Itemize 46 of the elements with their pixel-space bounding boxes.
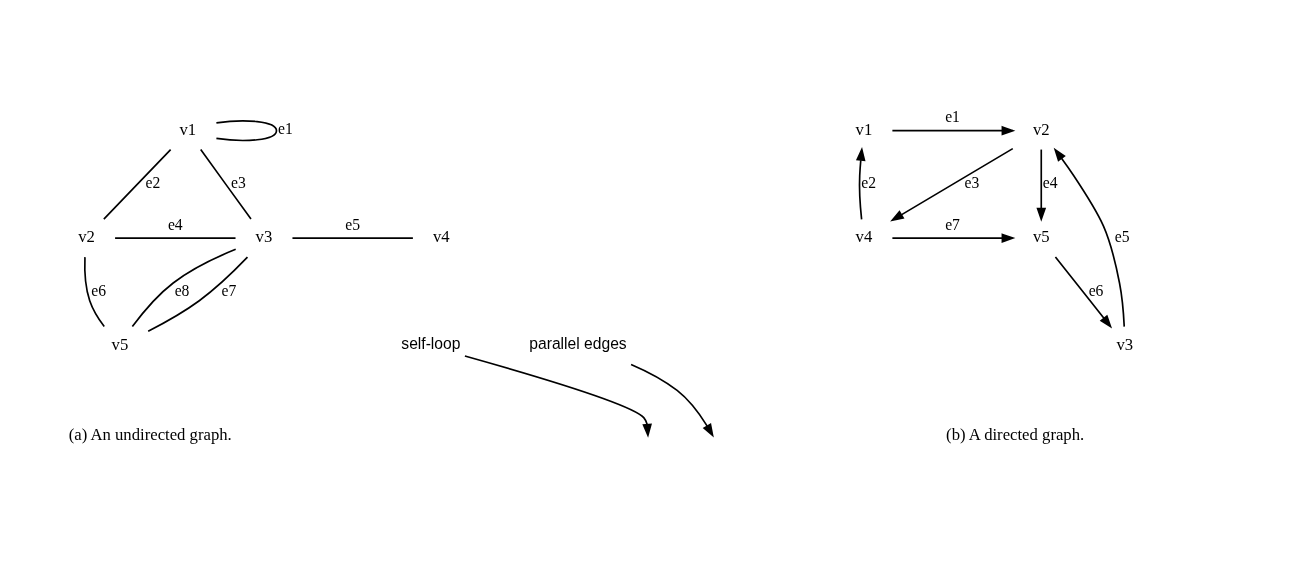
edge-label: e3 (964, 174, 980, 192)
arrow (891, 233, 1016, 243)
arrow (1053, 147, 1126, 328)
arrow (855, 147, 866, 221)
edge-label: e5 (1114, 227, 1130, 245)
connector (215, 120, 278, 142)
connector (199, 148, 252, 220)
edge-label: e1 (945, 108, 960, 126)
connector (131, 248, 237, 328)
arrow (1054, 256, 1113, 329)
node-text: v3 (1116, 334, 1134, 354)
connector (291, 237, 414, 239)
connector (103, 148, 172, 220)
edge-label: e3 (231, 174, 246, 192)
node-text: v2 (1032, 119, 1050, 139)
edge-label: e2 (861, 174, 876, 192)
node-text: parallel edges (529, 335, 627, 353)
edge-label: e7 (945, 215, 960, 233)
node-text: v2 (78, 227, 95, 247)
node-text: v4 (432, 227, 450, 247)
node-text: v5 (111, 334, 129, 354)
connector (83, 256, 106, 328)
arrow (464, 355, 652, 438)
arrow (891, 125, 1016, 136)
node-text: v1 (855, 119, 873, 139)
node-text: v4 (855, 227, 873, 247)
node-text: v3 (255, 227, 273, 247)
label: (b) A directed graph. (946, 425, 1085, 445)
node-text: v1 (179, 119, 197, 139)
edge-label: e6 (91, 281, 106, 299)
edge-label: e2 (145, 174, 161, 192)
connector (147, 256, 249, 332)
edge-label: e8 (174, 281, 190, 299)
arrow (890, 147, 1014, 222)
node-text: self-loop (401, 335, 461, 353)
connector (114, 237, 237, 239)
node-text: v5 (1032, 227, 1050, 247)
edge-label: e6 (1088, 281, 1104, 299)
edge-label: e4 (1042, 174, 1058, 192)
edge-label: e5 (345, 215, 361, 233)
edge-label: e7 (221, 281, 237, 299)
label: (a) An undirected graph. (68, 425, 232, 445)
edge-label: e4 (167, 215, 183, 233)
edge-label: e1 (277, 120, 293, 138)
arrow (1036, 148, 1047, 222)
arrow (630, 363, 714, 438)
